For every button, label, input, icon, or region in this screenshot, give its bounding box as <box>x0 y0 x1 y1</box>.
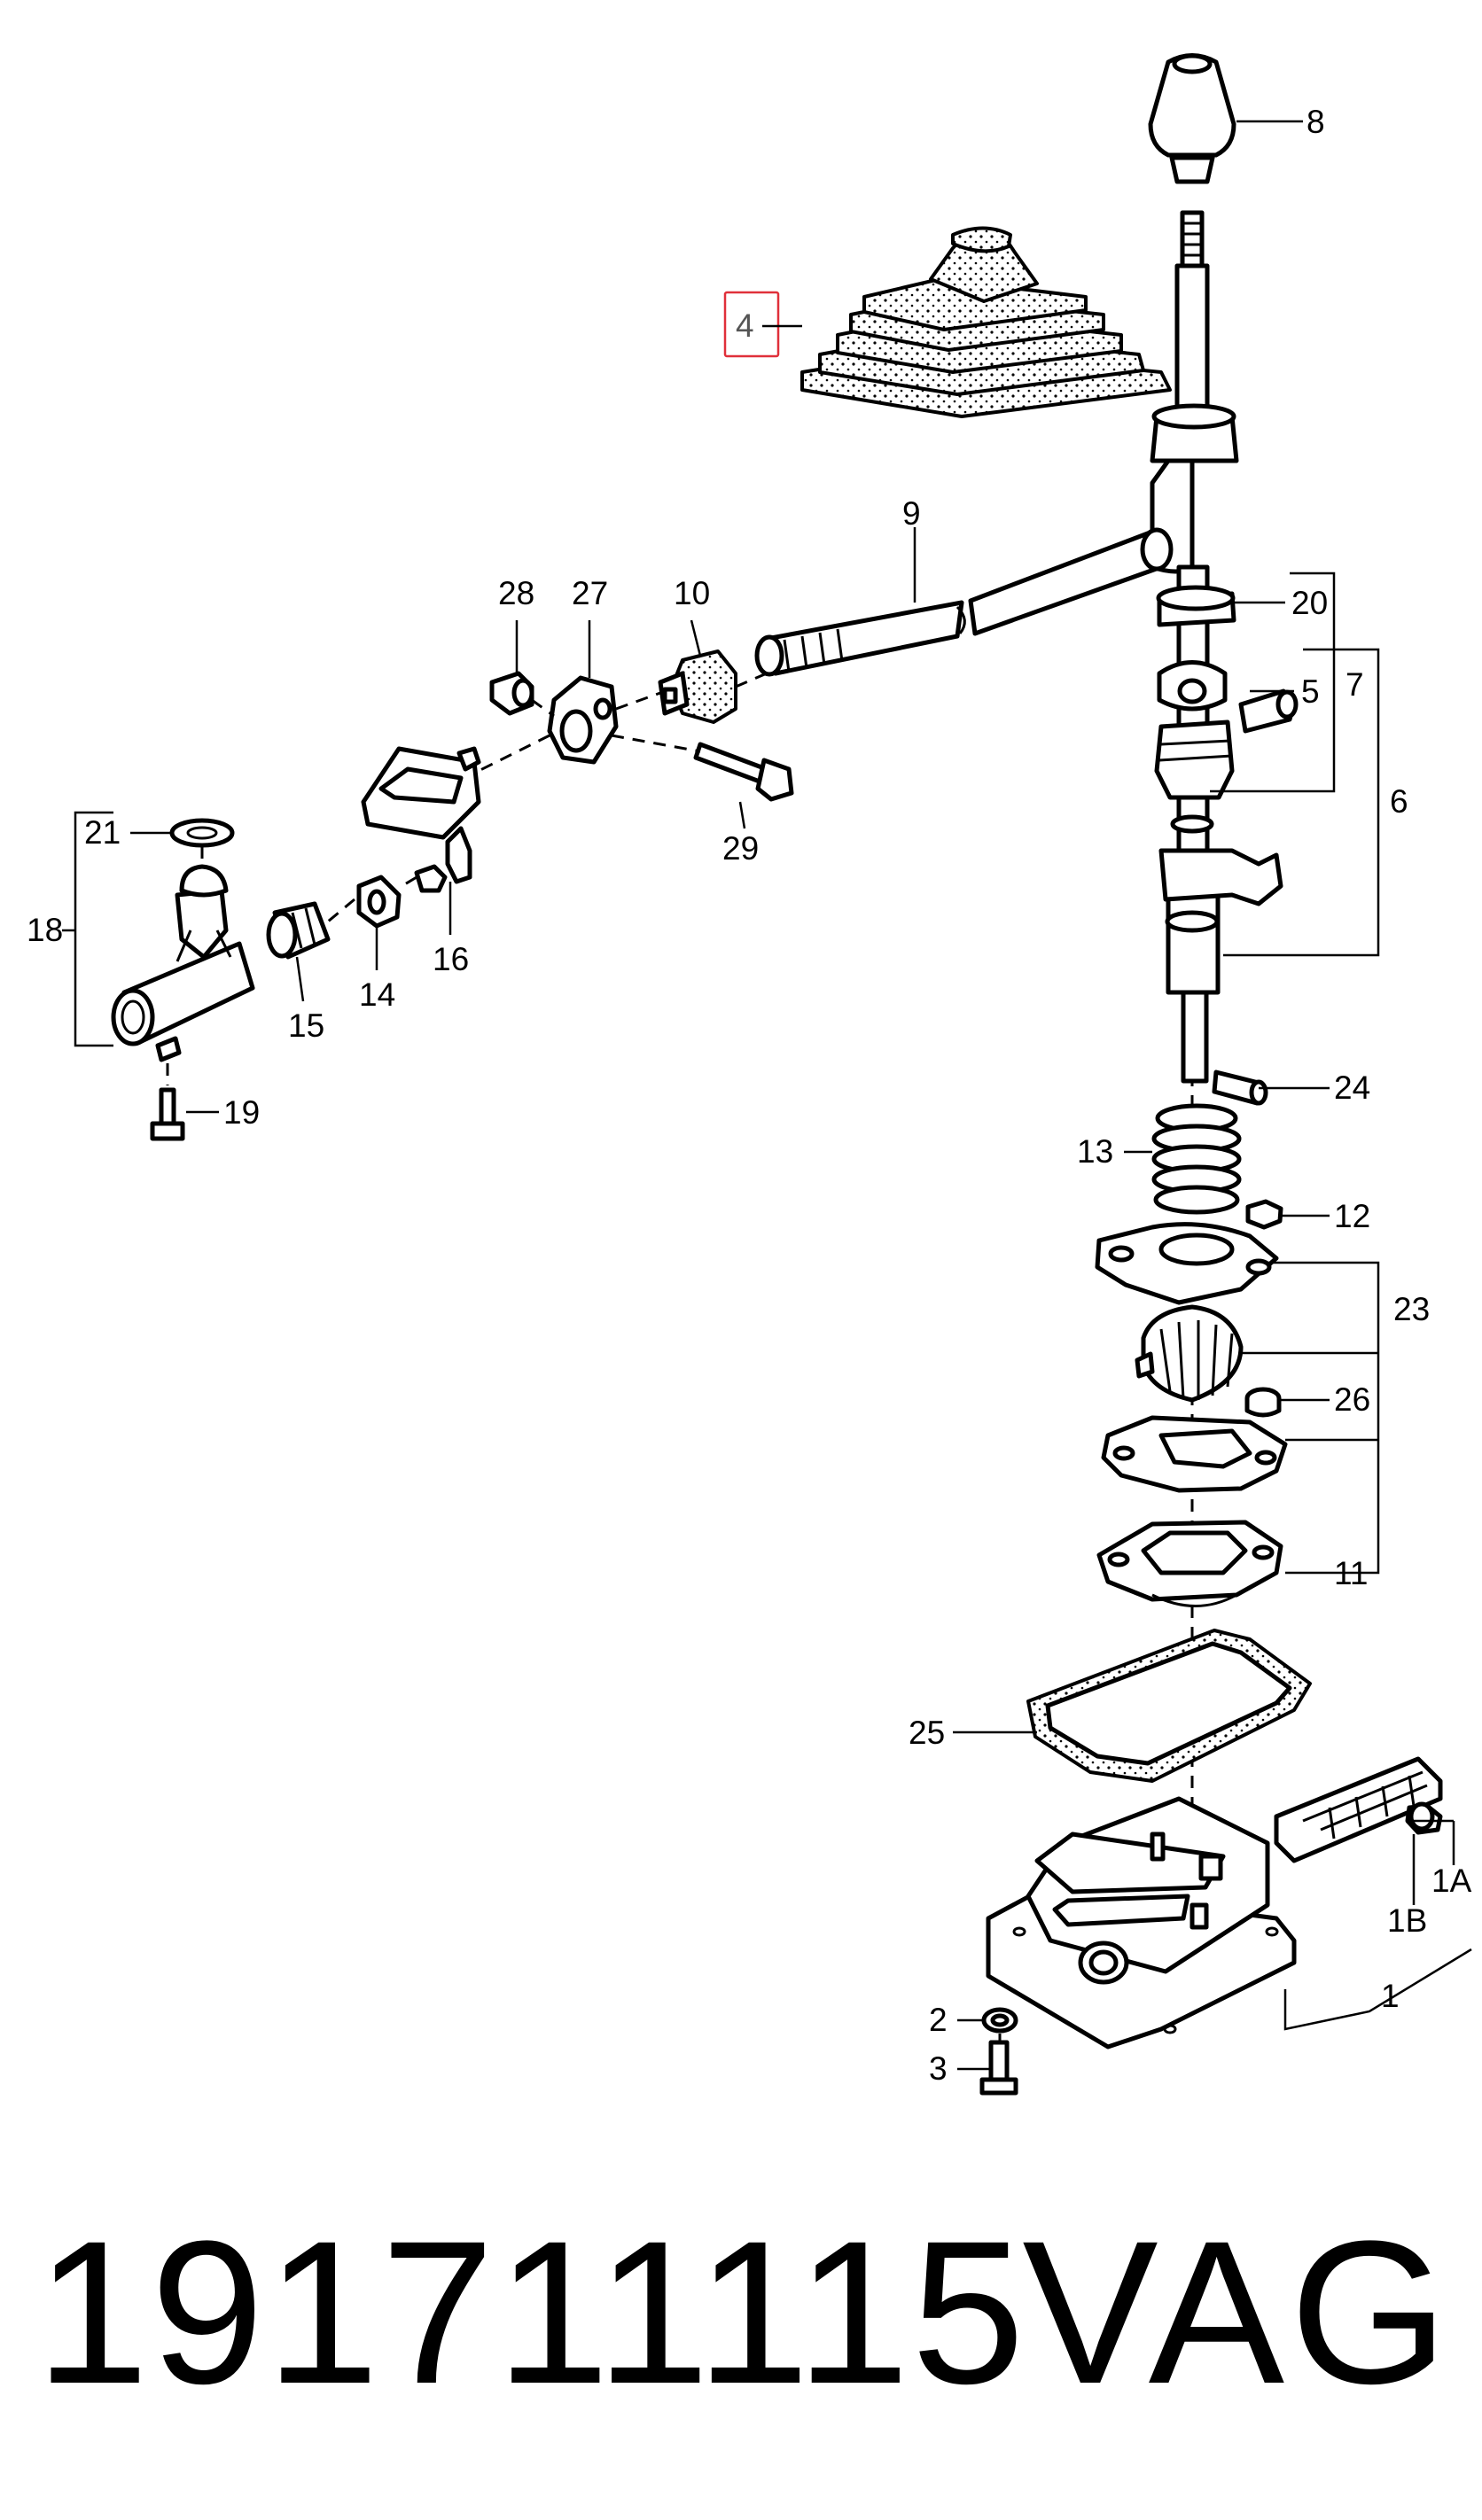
label-6: 6 <box>1390 783 1408 820</box>
label-21: 21 <box>84 814 121 851</box>
base-gasket-plate <box>1096 1520 1283 1607</box>
label-1a: 1A <box>1431 1863 1472 1899</box>
link-line-2 <box>615 691 661 711</box>
label-27: 27 <box>572 575 608 611</box>
highlight-box <box>723 291 780 358</box>
mounting-bracket <box>361 746 481 884</box>
brand-name: VAG <box>1022 2198 1454 2426</box>
label-15: 15 <box>288 1007 324 1044</box>
shift-knob <box>1148 53 1236 184</box>
return-spring <box>1151 1103 1242 1215</box>
link-line-6 <box>327 898 355 923</box>
label-29: 29 <box>722 830 759 867</box>
rubber-ring <box>169 818 235 848</box>
clamp-bolt <box>693 742 794 802</box>
label-7: 7 <box>1346 666 1364 703</box>
sleeve <box>266 901 331 960</box>
rubber-bush <box>658 649 737 724</box>
label-23: 23 <box>1393 1291 1430 1327</box>
selector-shaft <box>754 527 1174 677</box>
pivot-pin <box>414 864 448 893</box>
bearing-ring <box>1156 585 1236 627</box>
ball-joint-upper <box>1157 660 1299 734</box>
housing-screw <box>979 2040 1018 2096</box>
label-24: 24 <box>1334 1069 1370 1106</box>
link-line-3 <box>735 672 768 688</box>
label-3: 3 <box>929 2050 948 2087</box>
footer: 191711115 VAG <box>35 2180 1454 2446</box>
ball-guide <box>1135 1304 1244 1403</box>
label-20: 20 <box>1291 585 1328 621</box>
link-line-1 <box>531 698 555 718</box>
label-1b: 1B <box>1387 1902 1427 1939</box>
link-line-4 <box>478 734 550 773</box>
label-14: 14 <box>359 976 395 1013</box>
upper-guide-plate <box>1095 1222 1279 1305</box>
link-line-5 <box>611 734 701 753</box>
swivel-bolt <box>150 1087 185 1141</box>
shift-lever-rod <box>1150 210 1239 1084</box>
part-number: 191711115 <box>35 2198 1027 2426</box>
swivel-housing <box>111 864 255 1062</box>
label-13: 13 <box>1077 1133 1113 1170</box>
label-1: 1 <box>1381 1978 1400 2014</box>
label-12: 12 <box>1334 1198 1370 1234</box>
label-16: 16 <box>433 941 469 977</box>
clamp <box>547 675 619 765</box>
shift-housing <box>986 1756 1443 2049</box>
ball-joint-cup <box>1154 719 1235 834</box>
selector-finger <box>1158 848 1283 933</box>
spacer-bush <box>1244 1387 1282 1418</box>
label-10: 10 <box>674 575 710 611</box>
label-5: 5 <box>1301 673 1320 710</box>
bearing <box>356 875 402 929</box>
label-25: 25 <box>909 1715 945 1751</box>
label-26: 26 <box>1334 1381 1370 1418</box>
label-28: 28 <box>498 575 534 611</box>
label-9: 9 <box>902 495 921 532</box>
label-8: 8 <box>1306 104 1325 140</box>
leader-lines <box>62 572 1472 2071</box>
shift-boot <box>800 226 1172 418</box>
label-4: 4 <box>736 307 754 344</box>
hex-nut <box>1245 1199 1283 1230</box>
label-11: 11 <box>1334 1555 1368 1591</box>
link-line-7 <box>398 875 417 890</box>
label-19: 19 <box>223 1094 260 1131</box>
housing-bush-1b <box>1408 1801 1435 1832</box>
label-18: 18 <box>27 912 63 948</box>
washer <box>981 2007 1018 2034</box>
housing-seal <box>1026 1629 1312 1783</box>
label-2: 2 <box>929 2002 948 2038</box>
lower-guide-plate <box>1101 1415 1288 1493</box>
bush <box>489 671 534 716</box>
locating-pin <box>1212 1069 1268 1106</box>
